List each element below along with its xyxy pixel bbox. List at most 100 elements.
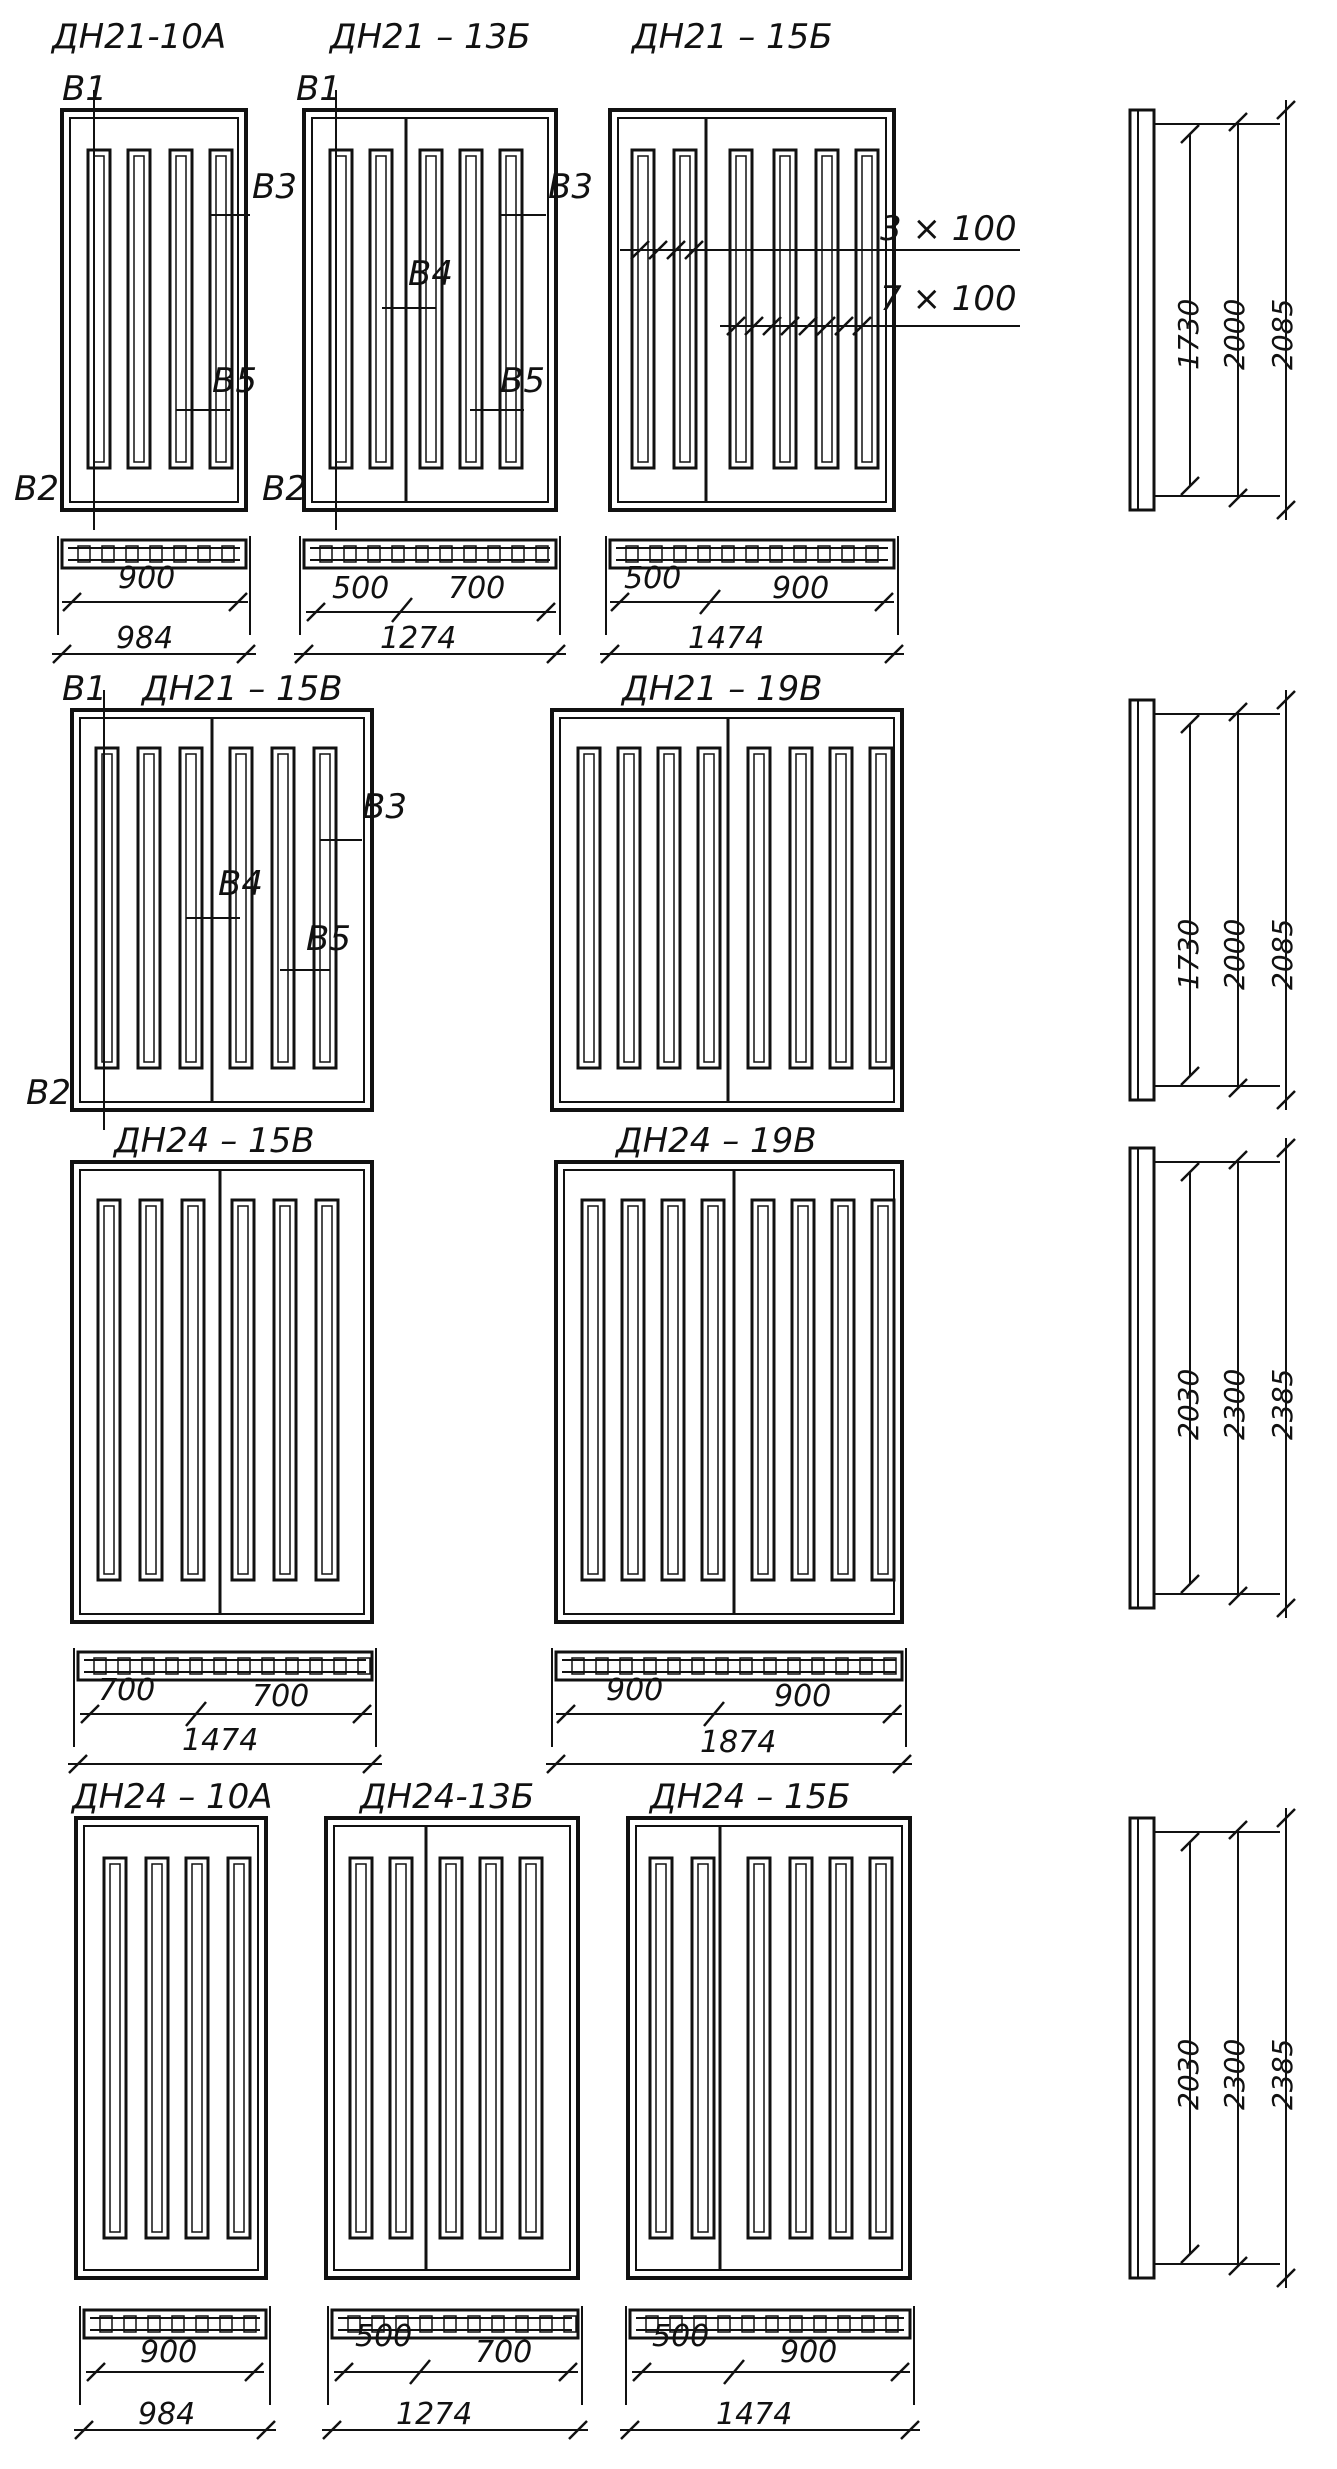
dim-line-900-f-tick-r	[244, 2362, 264, 2382]
spacing-tick-a	[648, 240, 668, 260]
side-elev-d-tk2	[1180, 2244, 1200, 2264]
plan-dn24-15b-plan-cell	[765, 2315, 779, 2333]
plan-dn21-15b-plan-cell	[697, 545, 711, 563]
plan-dn24-15v-plan-cell	[261, 1657, 275, 1675]
dim-700-d2: 700	[252, 1679, 309, 1714]
door-dn21-15b-slot-4	[814, 148, 840, 470]
door-dn21-10a-inner-frame	[69, 117, 239, 503]
door-dn24-19v-slot-0	[580, 1198, 606, 1582]
plan-dn24-15b-plan-body	[628, 2308, 912, 2340]
plan-dn21-13b-plan-cell	[391, 545, 405, 563]
plan-dn24-15b-plan-cell	[813, 2315, 827, 2333]
dim-900-e1: 900	[606, 1673, 663, 1708]
plan-dn21-10a-plan-cell	[197, 545, 211, 563]
door-dn24-15v-slot-inner-2	[187, 1205, 199, 1575]
plan-dn21-15b-plan-cell	[793, 545, 807, 563]
dim-line-1474-c-tick-l	[600, 644, 620, 664]
door-dn24-13b-outer-frame	[324, 1816, 580, 2280]
door-dn24-19v-outer-frame	[554, 1160, 904, 1624]
dim-2300-c: 2300	[1218, 1369, 1251, 1440]
dim-line-1274-g-tick-r	[568, 2420, 588, 2440]
door-dn24-15b-slot-inner-2	[753, 1863, 765, 2233]
dim-2000-a: 2000	[1218, 299, 1251, 370]
door-dn24-13b-slot-inner-0	[355, 1863, 367, 2233]
side-elev-d-tk5	[1276, 1808, 1296, 1828]
door-dn21-19v-slot-inner-6	[835, 753, 847, 1063]
plan-dn24-13b-plan-cell	[563, 2315, 577, 2333]
dim-line-900-900-e-tick-r	[882, 1704, 902, 1724]
door-dn21-19v-slot-inner-5	[795, 753, 807, 1063]
door-dn21-13b-slot-0	[328, 148, 354, 470]
plan-dn24-15v-plan-cell	[213, 1657, 227, 1675]
dim-900-f: 900	[140, 2335, 197, 2370]
door-dn21-15v-slot-inner-0	[101, 753, 113, 1063]
dim-2030-d: 2030	[1172, 2039, 1205, 2110]
spacing-tick-b	[852, 316, 872, 336]
plan-dn24-19v-plan-cell	[787, 1657, 801, 1675]
door-dn24-10a-slot-1	[144, 1856, 170, 2240]
plan-dn24-15v-plan-body	[76, 1650, 374, 1682]
plan-dn24-10a-plan-cell	[243, 2315, 257, 2333]
plan-dn24-13b-plan-cell	[419, 2315, 433, 2333]
plan-dn24-19v-plan-cell	[715, 1657, 729, 1675]
plan-dn24-15v-plan-cell	[285, 1657, 299, 1675]
dim-line-1274-g-tick-l	[322, 2420, 342, 2440]
plan-dn24-19v-plan-cell	[619, 1657, 633, 1675]
dim-2000-b: 2000	[1218, 919, 1251, 990]
plan-dn24-19v-plan-cell	[595, 1657, 609, 1675]
door-dn21-15v-outer-frame	[70, 708, 374, 1112]
door-dn21-10a-slot-inner-1	[133, 155, 145, 463]
side-elev-b-tk5	[1276, 690, 1296, 710]
plan-dn21-13b-plan-cell	[535, 545, 549, 563]
dim-line-500-900-c-tick-l	[610, 592, 630, 612]
door-dn24-19v-slot-inner-1	[627, 1205, 639, 1575]
plan-dn24-15b-plan-cell	[717, 2315, 731, 2333]
door-dn21-15b-slot-inner-4	[821, 155, 833, 463]
door-dn24-19v-inner-frame	[563, 1169, 895, 1615]
plan-dn21-10a-plan-cell	[173, 545, 187, 563]
plan-dn24-13b-plan-cell	[467, 2315, 481, 2333]
spacing-tick-a	[666, 240, 686, 260]
door-dn24-13b-slot-4	[518, 1856, 544, 2240]
title-dn21-13b: ДН21 – 13Б	[328, 17, 531, 57]
plan-dn21-15b-plan-cell	[673, 545, 687, 563]
door-dn24-10a-slot-inner-1	[151, 1863, 163, 2233]
dim-line-1474-d-tick-l	[68, 1754, 88, 1774]
title-dn21-10a: ДН21-10А	[50, 17, 226, 57]
door-dn24-15b-slot-5	[868, 1856, 894, 2240]
plan-dn21-10a-plan-body	[60, 538, 248, 570]
door-dn21-10a-slot-0	[86, 148, 112, 470]
plan-dn21-13b-plan-cell	[463, 545, 477, 563]
dim-500-h: 500	[652, 2319, 709, 2354]
side-elev-a-tk5	[1276, 100, 1296, 120]
dim-900-a: 900	[118, 561, 175, 596]
door-dn21-10a-slot-3	[208, 148, 234, 470]
door-dn21-13b-slot-3	[458, 148, 484, 470]
dim-984-a: 984	[116, 621, 173, 656]
dim-500-c: 500	[624, 561, 681, 596]
side-elev-d-tk3	[1228, 1820, 1248, 1840]
plan-dn21-15b-plan-cell	[817, 545, 831, 563]
door-dn24-15b-inner-frame	[635, 1825, 903, 2271]
door-dn24-19v-slot-6	[830, 1198, 856, 1582]
plan-dn21-15b-plan-cell	[865, 545, 879, 563]
dim-line-900-a-tick-l	[62, 592, 82, 612]
plan-dn24-19v-plan-cell	[643, 1657, 657, 1675]
dim-line-500-900-c-tick-r	[874, 592, 894, 612]
split-d	[185, 1701, 207, 1727]
dim-1274-g: 1274	[396, 2397, 472, 2432]
door-dn24-19v-slot-inner-4	[757, 1205, 769, 1575]
door-dn21-15b-outer-frame	[608, 108, 896, 512]
door-dn21-19v-slot-3	[696, 746, 722, 1070]
door-dn24-10a-outer-frame	[74, 1816, 268, 2280]
door-dn21-13b-inner-frame	[311, 117, 549, 503]
plan-dn21-13b-plan-cell	[487, 545, 501, 563]
door-dn21-10a-slot-inner-3	[215, 155, 227, 463]
dim-1474-d: 1474	[182, 1723, 258, 1758]
title-dn24-15v: ДН24 – 15В	[112, 1121, 315, 1161]
plan-dn21-13b-plan-cell	[343, 545, 357, 563]
side-elev-b-tk2	[1180, 1066, 1200, 1086]
plan-dn24-13b-plan-cell	[539, 2315, 553, 2333]
dim-1730-b: 1730	[1172, 919, 1205, 990]
mark-b3-b: В3	[548, 167, 593, 207]
